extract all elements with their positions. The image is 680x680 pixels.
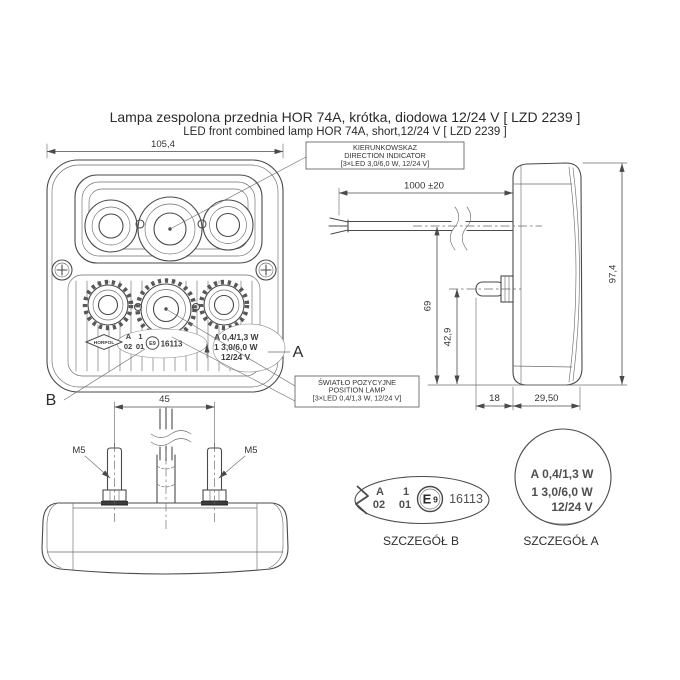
detail-a-caption: SZCZEGÓŁ A [523,533,598,548]
detail-b-grid-01: 01 [399,499,411,511]
body-depth-value: 29,50 [534,393,558,404]
e-mark-text: E9 [149,341,156,347]
marking-grid-02: 02 [124,342,132,351]
cable-axis-height-value: 69 [423,301,434,312]
brand-text: HORPOL [94,340,115,346]
lamp-face-markings: HORPOL A 02 1 01 E9 16113 A 0,4/1,3 W 1 … [84,323,286,373]
ratings-line1: A 0,4/1,3 W [214,332,260,342]
dim-stud-axis-height: 42,9 [443,288,460,385]
marking-grid-1: 1 [138,332,142,341]
drawing-title: Lampa zespolona przednia HOR 74A, krótka… [110,109,581,138]
detail-a-zone [212,323,286,373]
front-view: 105,4 [46,139,307,409]
dim-stud-protrusion: 18 [475,393,514,409]
position-lamp-lenses [82,278,250,340]
dim-body-depth: 29,50 [512,393,581,409]
detail-b-approval-number: 16113 [449,492,483,506]
total-height-value: 97,4 [608,264,619,283]
bottom-view: 45 M5 M5 [41,394,289,575]
marking-grid-01: 01 [136,342,144,351]
side-view: 1000 ±20 69 42,9 97,4 18 29,50 [328,162,628,411]
position-callout-line3: [3×LED 0,4/1,3 W, 12/24 V] [313,394,402,403]
cable-break-symbol [449,206,472,251]
lamp-body-inner-outline [51,164,279,388]
ratings-line2: 1 3,0/6,0 W [214,342,258,352]
bottom-body [41,502,289,575]
stud-axis-height-value: 42,9 [443,328,454,347]
cable-bottom [150,407,192,530]
detail-a-line2: 1 3,0/6,0 W [531,485,593,499]
title-line-pl: Lampa zespolona przednia HOR 74A, krótka… [110,109,581,125]
cable-length-value: 1000 ±20 [404,181,444,192]
thread-label-left: M5 [72,445,85,456]
callout-direction-indicator: KIERUNKOWSKAZ DIRECTION INDICATOR [3×LED… [305,141,465,170]
ratings-line3: 12/24 V [221,352,251,362]
detail-b-grid-1: 1 [403,486,409,498]
direction-callout-line3: [3×LED 3,0/6,0 W, 12/24 V] [341,159,430,168]
wire-ends [328,217,349,235]
leader-lines [63,156,307,402]
direction-indicator-lenses [84,196,254,262]
stud-protrusion-value: 18 [489,393,500,404]
detail-b-e-number: 9 [433,495,438,505]
position-callout-line2: POSITION LAMP [329,386,386,395]
right-screw [255,259,277,281]
e-mark-circle [145,336,160,350]
detail-b-e-letter: E [423,492,432,507]
extension-lines [427,162,628,386]
side-body [512,162,583,386]
break-zigzag [355,485,369,515]
mounting-stud-left [101,443,128,524]
callout-position-lamp: ŚWIATŁO POZYCYJNE POSITION LAMP [3×LED 0… [294,375,420,408]
ref-letter-b: B [46,392,57,409]
detail-a-line1: A 0,4/1,3 W [531,467,595,481]
thread-leader-right [218,455,246,479]
brand-diamond [84,333,124,351]
cable [328,206,542,251]
approval-number: 16113 [161,340,183,349]
thread-label-right: M5 [244,445,257,456]
dim-front-width: 105,4 [46,139,284,159]
detail-b-grid-a: A [376,486,384,498]
direction-callout-line2: DIRECTION INDICATOR [344,151,426,160]
ref-letter-a: A [293,344,304,361]
direction-callout-line1: KIERUNKOWSKAZ [353,143,418,152]
marking-grid-a: A [126,332,132,341]
front-width-value: 105,4 [151,139,176,150]
detail-a-line3: 12/24 V [551,500,592,514]
detail-b-grid-02: 02 [373,499,385,511]
mounting-stud-right [201,443,228,524]
dim-cable-axis-height: 69 [423,226,440,385]
dim-cable-length: 1000 ±20 [338,181,514,216]
stud-spacing-value: 45 [159,394,170,405]
dim-stud-spacing: 45 [114,394,215,450]
left-screw [51,259,73,281]
dim-total-height: 97,4 [608,163,625,385]
position-callout-line1: ŚWIATŁO POZYCYJNE [318,378,396,387]
detail-b: A 02 1 01 E 9 16113 SZCZEGÓŁ B [354,475,490,548]
detail-a: A 0,4/1,3 W 1 3,0/6,0 W 12/24 V SZCZEGÓŁ… [514,428,612,548]
thread-leader-left [84,455,111,479]
title-line-en: LED front combined lamp HOR 74A, short,1… [183,126,506,138]
detail-b-caption: SZCZEGÓŁ B [383,533,459,548]
mounting-stud-side [449,275,521,303]
lamp-body-outline [46,159,284,393]
detail-b-e-mark-circle [416,485,444,513]
